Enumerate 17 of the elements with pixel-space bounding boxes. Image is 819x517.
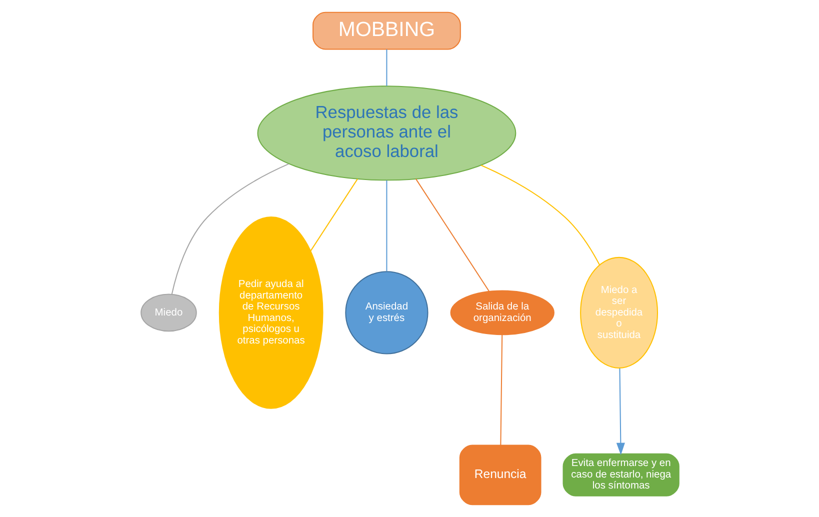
connector bbox=[170, 163, 288, 294]
node-ellipse: Salida de la organización bbox=[450, 290, 554, 336]
node-ellipse: Miedo bbox=[140, 294, 196, 332]
node-circle: Ansiedad y estrés bbox=[344, 271, 428, 354]
connector bbox=[500, 334, 502, 446]
node-box: Renuncia bbox=[458, 444, 541, 506]
node-box: Evita enfermarse y en caso de estarlo, niega los síntomas bbox=[562, 453, 679, 496]
node-ellipse: Respuestas de las personas ante el acoso laboral bbox=[256, 86, 516, 181]
connector bbox=[414, 178, 490, 292]
connector bbox=[310, 178, 358, 252]
node-box: MOBBING bbox=[312, 12, 460, 50]
node-ellipse: Pedir ayuda al departamento de Recursos Humanos, psicólogos u otras personas bbox=[218, 216, 323, 409]
arrow bbox=[616, 368, 624, 456]
node-ellipse: Miedo a ser despedida o sustituida bbox=[580, 256, 658, 368]
connector bbox=[386, 180, 387, 272]
connector bbox=[386, 49, 387, 86]
connector bbox=[480, 164, 600, 266]
